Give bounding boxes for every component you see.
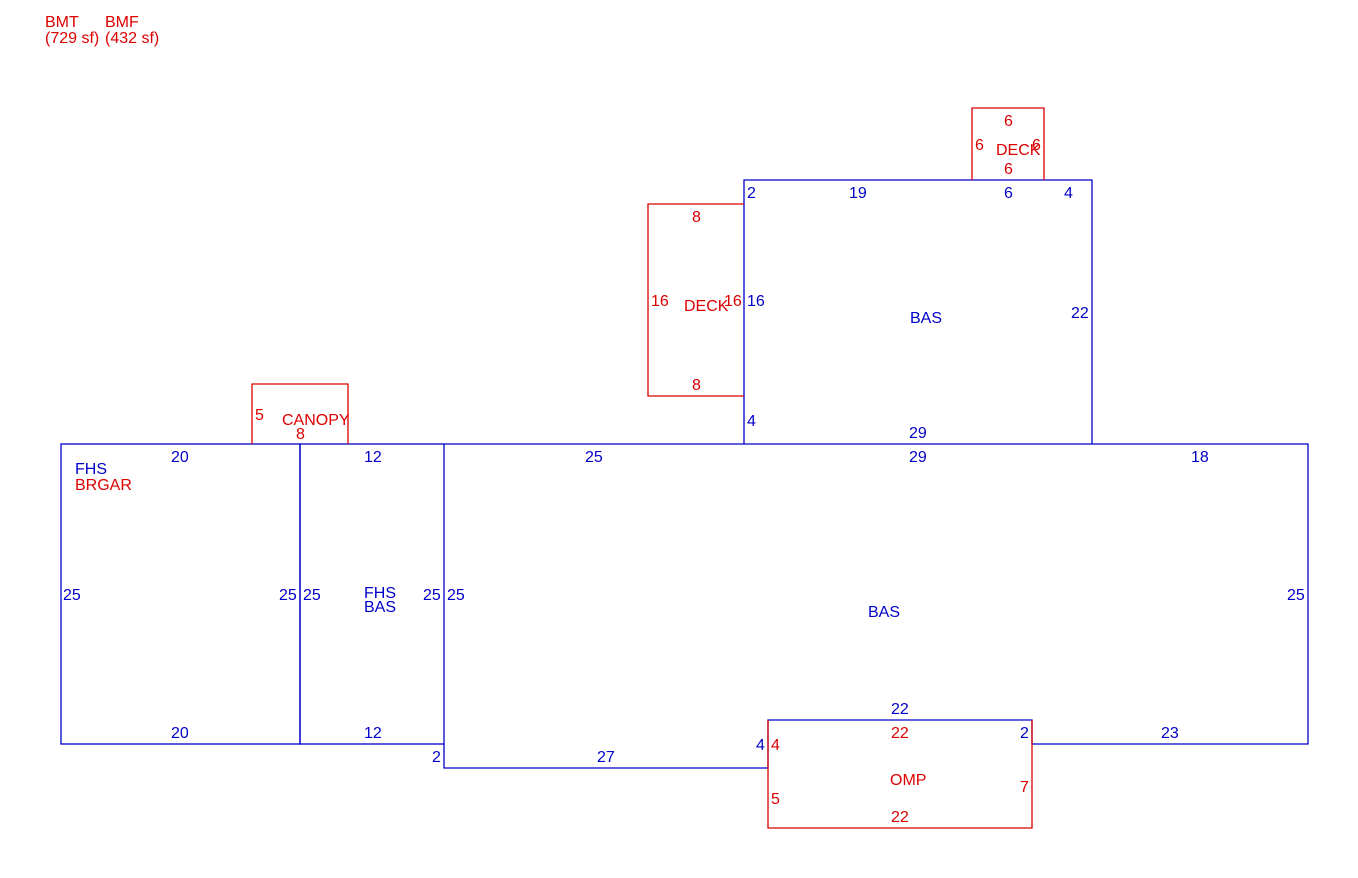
garage-bottom-dimension: 20 [171,725,189,742]
upper-bottom-dimension: 29 [909,425,927,442]
upper-left-lower-dimension: 4 [747,413,756,430]
upper-bas-outline [743,179,1093,444]
upper-top-right-stub-dimension: 4 [1064,185,1073,202]
upper-top-mid-dimension: 19 [849,185,867,202]
omp-left-bottom-dimension: 5 [771,791,780,808]
fhs-bas-label-fhs: FHS [364,585,396,602]
main-omp-top-dimension: 22 [891,701,909,718]
deck-top-right-dimension: 6 [1032,137,1041,154]
fhs-bas-right-dimension: 25 [423,587,441,604]
deck-top-label: DECK [996,142,1041,159]
deck-left-right-dimension: 16 [724,293,742,310]
main-left-dimension: 25 [447,587,465,604]
structure-dimensions: 20 20 25 25 12 12 25 25 25 29 18 25 25 2… [63,185,1305,766]
main-bottom-mid-dimension: 27 [597,749,615,766]
main-step-left-dimension: 2 [432,749,441,766]
garage-top-dimension: 20 [171,449,189,466]
canopy-left-dimension: 5 [255,407,264,424]
deck-left-outline [647,203,744,397]
garage-label-fhs: FHS [75,461,107,478]
garage-label-brgar: BRGAR [75,477,132,494]
deck-left-top-dimension: 8 [692,209,701,226]
deck-left-label: DECK [684,298,729,315]
main-top-mid-dimension: 29 [909,449,927,466]
main-bas-label: BAS [868,604,900,621]
upper-right-dimension: 22 [1071,305,1089,322]
main-right-dimension: 25 [1287,587,1305,604]
upper-bas-label: BAS [910,310,942,327]
garage-right-dimension: 25 [279,587,297,604]
canopy-bottom-dimension: 8 [296,426,305,443]
main-omp-jog-dimension: 4 [756,737,765,754]
omp-left-top-dimension: 4 [771,737,780,754]
main-top-left-dimension: 25 [585,449,603,466]
upper-top-left-stub-dimension: 2 [747,185,756,202]
upper-left-upper-dimension: 16 [747,293,765,310]
legend: BMT (729 sf) BMF (432 sf) [45,14,159,47]
legend-bmt-area: (729 sf) [45,30,99,47]
fhs-bas-top-dimension: 12 [364,449,382,466]
addition-dimensions: 5 8 8 8 16 16 6 6 6 6 22 22 4 5 7 [255,113,1041,826]
omp-bottom-dimension: 22 [891,809,909,826]
omp-top-dimension: 22 [891,725,909,742]
deck-left-bottom-dimension: 8 [692,377,701,394]
legend-bmt-code: BMT [45,14,79,31]
omp-right-dimension: 7 [1020,779,1029,796]
canopy-outline [251,383,349,444]
canopy-label: CANOPY [282,412,350,429]
deck-top-left-dimension: 6 [975,137,984,154]
main-bas-outline [444,443,1309,745]
deck-left-left-dimension: 16 [651,293,669,310]
main-bottom-right-dimension: 23 [1161,725,1179,742]
deck-top-top-dimension: 6 [1004,113,1013,130]
fhs-bas-label-bas: BAS [364,599,396,616]
legend-bmf-area: (432 sf) [105,30,159,47]
fhs-bas-left-dimension: 25 [303,587,321,604]
fhs-bas-outline [299,443,445,745]
main-top-right-dimension: 18 [1191,449,1209,466]
garage-left-dimension: 25 [63,587,81,604]
addition-outlines [251,107,1045,829]
area-labels: FHS BRGAR FHS BAS BAS BAS CANOPY DECK DE… [75,142,1041,789]
legend-bmf-code: BMF [105,14,139,31]
omp-label: OMP [890,772,926,789]
upper-top-right-seg-dimension: 6 [1004,185,1013,202]
deck-top-bottom-dimension: 6 [1004,161,1013,178]
fhs-bas-bottom-dimension: 12 [364,725,382,742]
structure-outlines [60,179,1309,769]
main-step-right-dimension: 2 [1020,725,1029,742]
deck-top-outline [971,107,1045,180]
omp-outline [767,720,1033,829]
main-bas-bottom-outline [443,719,1033,769]
